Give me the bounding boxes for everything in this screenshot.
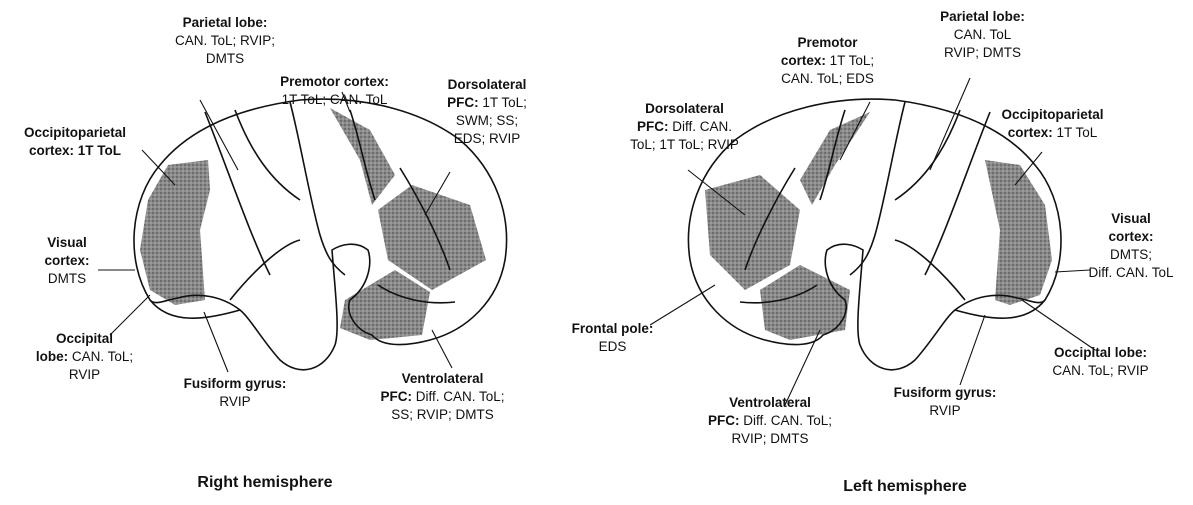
left-vlpfc-label: Ventrolateral PFC: Diff. CAN. ToL; RVIP;… [690,394,850,448]
label-title: Premotor cortex: [262,73,407,91]
right-hemisphere-caption: Right hemisphere [170,474,360,492]
label-text: RVIP; DMTS [920,44,1045,62]
right-temporal-lobe [150,300,240,318]
label-text: EDS; RVIP [432,130,542,148]
left-temporal-lobe [955,300,1045,318]
label-title: Visual [32,234,102,252]
right-premotor-label: Premotor cortex: 1T ToL; CAN. ToL [262,73,407,109]
label-text: Diff. CAN. ToL; [416,389,505,404]
right-occipital-shade [140,160,210,305]
left-occipital-shade [985,160,1052,305]
label-title: Ventrolateral [355,370,530,388]
right-central-sulcus [205,112,270,275]
label-title: PFC: [708,413,740,428]
label-text: Diff. CAN. [672,119,732,134]
label-text: RVIP [32,366,137,384]
label-title: PFC: [380,389,412,404]
label-text: RVIP [880,402,1010,420]
label-text: RVIP; DMTS [690,430,850,448]
left-frontalpole-label: Frontal pole: EDS [555,320,670,356]
label-title: cortex: [32,252,102,270]
label-title: Parietal lobe: [920,8,1045,26]
label-title: lobe: [36,349,68,364]
label-title: Frontal pole: [555,320,670,338]
label-text: CAN. ToL; RVIP; [155,32,295,50]
label-text: DMTS [155,50,295,68]
label-title: Occipital [32,330,137,348]
label-text: Diff. CAN. ToL [1072,264,1190,282]
label-text: DMTS; [1072,246,1190,264]
label-title: Fusiform gyrus: [170,375,300,393]
left-parietal-label: Parietal lobe: CAN. ToL RVIP; DMTS [920,8,1045,62]
label-title: Occipital lobe: [1033,344,1168,362]
label-title: cortex: [1008,125,1053,140]
label-title: Parietal lobe: [155,14,295,32]
label-text: 1T ToL; [830,53,875,68]
label-text: DMTS [32,270,102,288]
label-text: SS; RVIP; DMTS [355,406,530,424]
right-fusiform-label: Fusiform gyrus: RVIP [170,375,300,411]
right-dlpfc-label: Dorsolateral PFC: 1T ToL; SWM; SS; EDS; … [432,76,542,148]
label-text: CAN. ToL; RVIP [1033,362,1168,380]
left-dlpfc-label: Dorsolateral PFC: Diff. CAN. ToL; 1T ToL… [612,100,757,154]
label-text: ToL; 1T ToL; RVIP [612,136,757,154]
right-parietal-label: Parietal lobe: CAN. ToL; RVIP; DMTS [155,14,295,68]
label-title: Dorsolateral [612,100,757,118]
left-fusiform-label: Fusiform gyrus: RVIP [880,384,1010,420]
left-visual-label: Visual cortex: DMTS; Diff. CAN. ToL [1072,210,1190,282]
label-title: PFC: [637,119,669,134]
right-vlpfc-shade [340,270,430,340]
left-dlpfc-shade [705,175,800,290]
label-title: PFC: [447,95,479,110]
left-vlpfc-shade [760,265,850,340]
label-title: Premotor [760,34,895,52]
label-text: 1T ToL [78,143,121,158]
label-text: CAN. ToL; EDS [760,70,895,88]
label-text: SWM; SS; [432,112,542,130]
right-occipital-label: Occipital lobe: CAN. ToL; RVIP [32,330,137,384]
label-text: Diff. CAN. ToL; [743,413,832,428]
label-title: cortex: [29,143,74,158]
label-text: 1T ToL; [482,95,527,110]
label-text: RVIP [170,393,300,411]
label-title: Occipitoparietal [5,124,145,142]
label-text: 1T ToL; CAN. ToL [262,91,407,109]
label-text: EDS [555,338,670,356]
left-hemisphere-caption: Left hemisphere [810,478,1000,496]
left-occipital-label: Occipital lobe: CAN. ToL; RVIP [1033,344,1168,380]
label-title: cortex: [1072,228,1190,246]
right-occipitoparietal-label: Occipitoparietal cortex: 1T ToL [5,124,145,160]
left-premotor-label: Premotor cortex: 1T ToL; CAN. ToL; EDS [760,34,895,88]
right-vlpfc-label: Ventrolateral PFC: Diff. CAN. ToL; SS; R… [355,370,530,424]
label-text: 1T ToL [1056,125,1097,140]
label-text: CAN. ToL; [72,349,133,364]
left-premotor-shade [800,112,870,205]
label-title: Fusiform gyrus: [880,384,1010,402]
label-title: Occipitoparietal [985,106,1120,124]
label-title: cortex: [781,53,826,68]
label-title: Ventrolateral [690,394,850,412]
left-occipitoparietal-label: Occipitoparietal cortex: 1T ToL [985,106,1120,142]
label-title: Visual [1072,210,1190,228]
right-visual-label: Visual cortex: DMTS [32,234,102,288]
label-text: CAN. ToL [920,26,1045,44]
label-title: Dorsolateral [432,76,542,94]
